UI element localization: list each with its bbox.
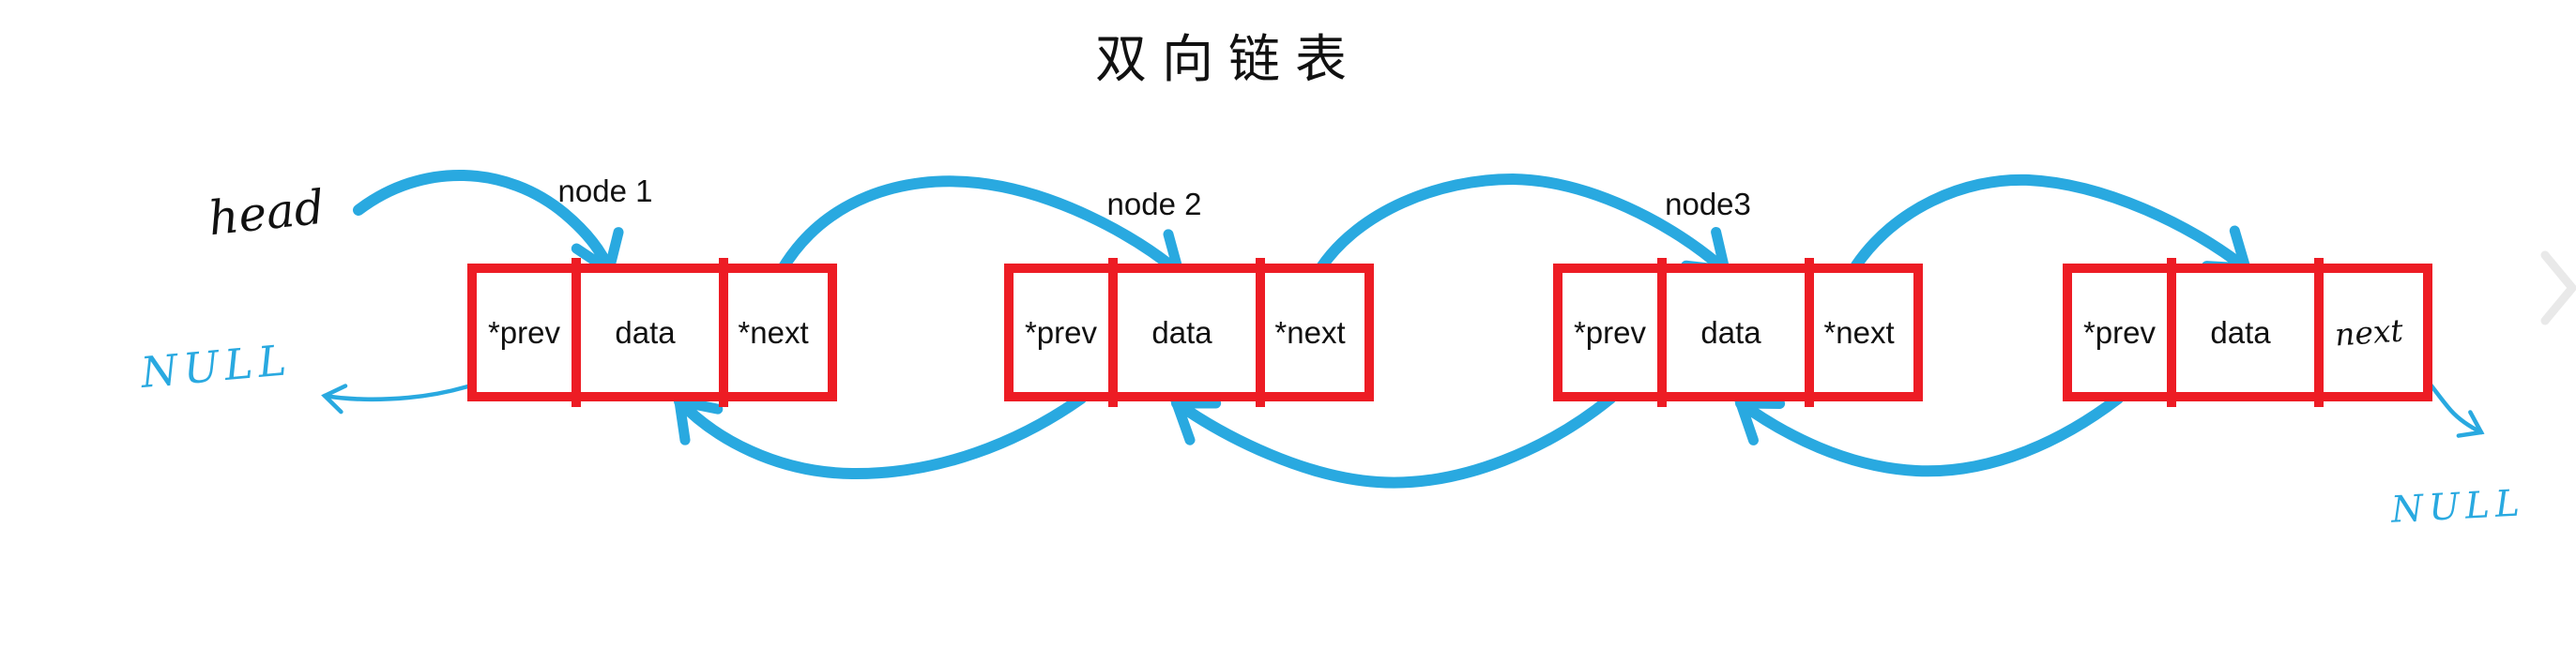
cell-label: data: [2210, 314, 2271, 350]
node1-cell-next: *next: [719, 273, 828, 392]
cell-label: *prev: [1024, 314, 1097, 350]
node4-cell-prev: *prev: [2072, 273, 2167, 392]
cell-separator: [1107, 258, 1118, 407]
arrow-node3-next-to-node4-data: [1851, 174, 2253, 274]
cell-label: *prev: [2082, 314, 2156, 350]
page-title: 双向链表: [1095, 30, 1363, 88]
cell-separator: [571, 258, 581, 407]
node2-cell-data: data: [1108, 273, 1256, 392]
cell-separator: [719, 258, 729, 407]
arrow-head-to-node1-data: [353, 169, 624, 279]
node3-cell-prev: *prev: [1562, 273, 1657, 392]
node4-cell-data: data: [2167, 273, 2314, 392]
node3-cell-data: data: [1657, 273, 1805, 392]
node-label-1: node 1: [557, 174, 653, 208]
cell-label: data: [615, 314, 676, 350]
node1-cell-prev: *prev: [477, 273, 572, 392]
node1-cell-data: data: [572, 273, 719, 392]
arrow-node2-next-to-node3-data: [1316, 173, 1732, 277]
node-label-3: node3: [1665, 187, 1751, 221]
arrow-node4-prev-to-node3-data: [1733, 393, 2124, 477]
node2-cell-next: *next: [1256, 273, 1364, 392]
cell-label: *next: [1274, 314, 1346, 350]
node-box-4: *prev data next: [2063, 258, 2432, 407]
node4-cell-next: next: [2314, 273, 2423, 392]
node-box-3: *prev data *next: [1553, 258, 1923, 407]
arrow-node3-prev-to-node2-data: [1169, 393, 1616, 489]
cell-separator: [1656, 258, 1667, 407]
node2-cell-prev: *prev: [1014, 273, 1108, 392]
node-box-2: *prev data *next: [1004, 258, 1374, 407]
cell-label: *prev: [487, 314, 560, 350]
cell-label: *next: [1823, 314, 1895, 350]
cell-label: next: [2333, 311, 2404, 354]
node3-cell-next: *next: [1805, 273, 1913, 392]
cell-label: data: [1151, 314, 1212, 350]
cell-separator: [1805, 258, 1815, 407]
cell-separator: [2314, 258, 2324, 407]
arrow-node1-next-to-node2-data: [776, 175, 1186, 279]
null-label-right: NULL: [2389, 482, 2526, 532]
cell-separator: [2166, 258, 2176, 407]
cell-label: *prev: [1573, 314, 1646, 350]
arrow-node2-prev-to-node1-data: [673, 393, 1087, 480]
cell-label: *next: [738, 314, 809, 350]
node-box-1: *prev data *next: [467, 258, 837, 407]
cell-separator: [1256, 258, 1266, 407]
node-label-2: node 2: [1106, 187, 1202, 221]
watermark-chevron-icon: [2540, 250, 2576, 325]
cell-label: data: [1700, 314, 1761, 350]
